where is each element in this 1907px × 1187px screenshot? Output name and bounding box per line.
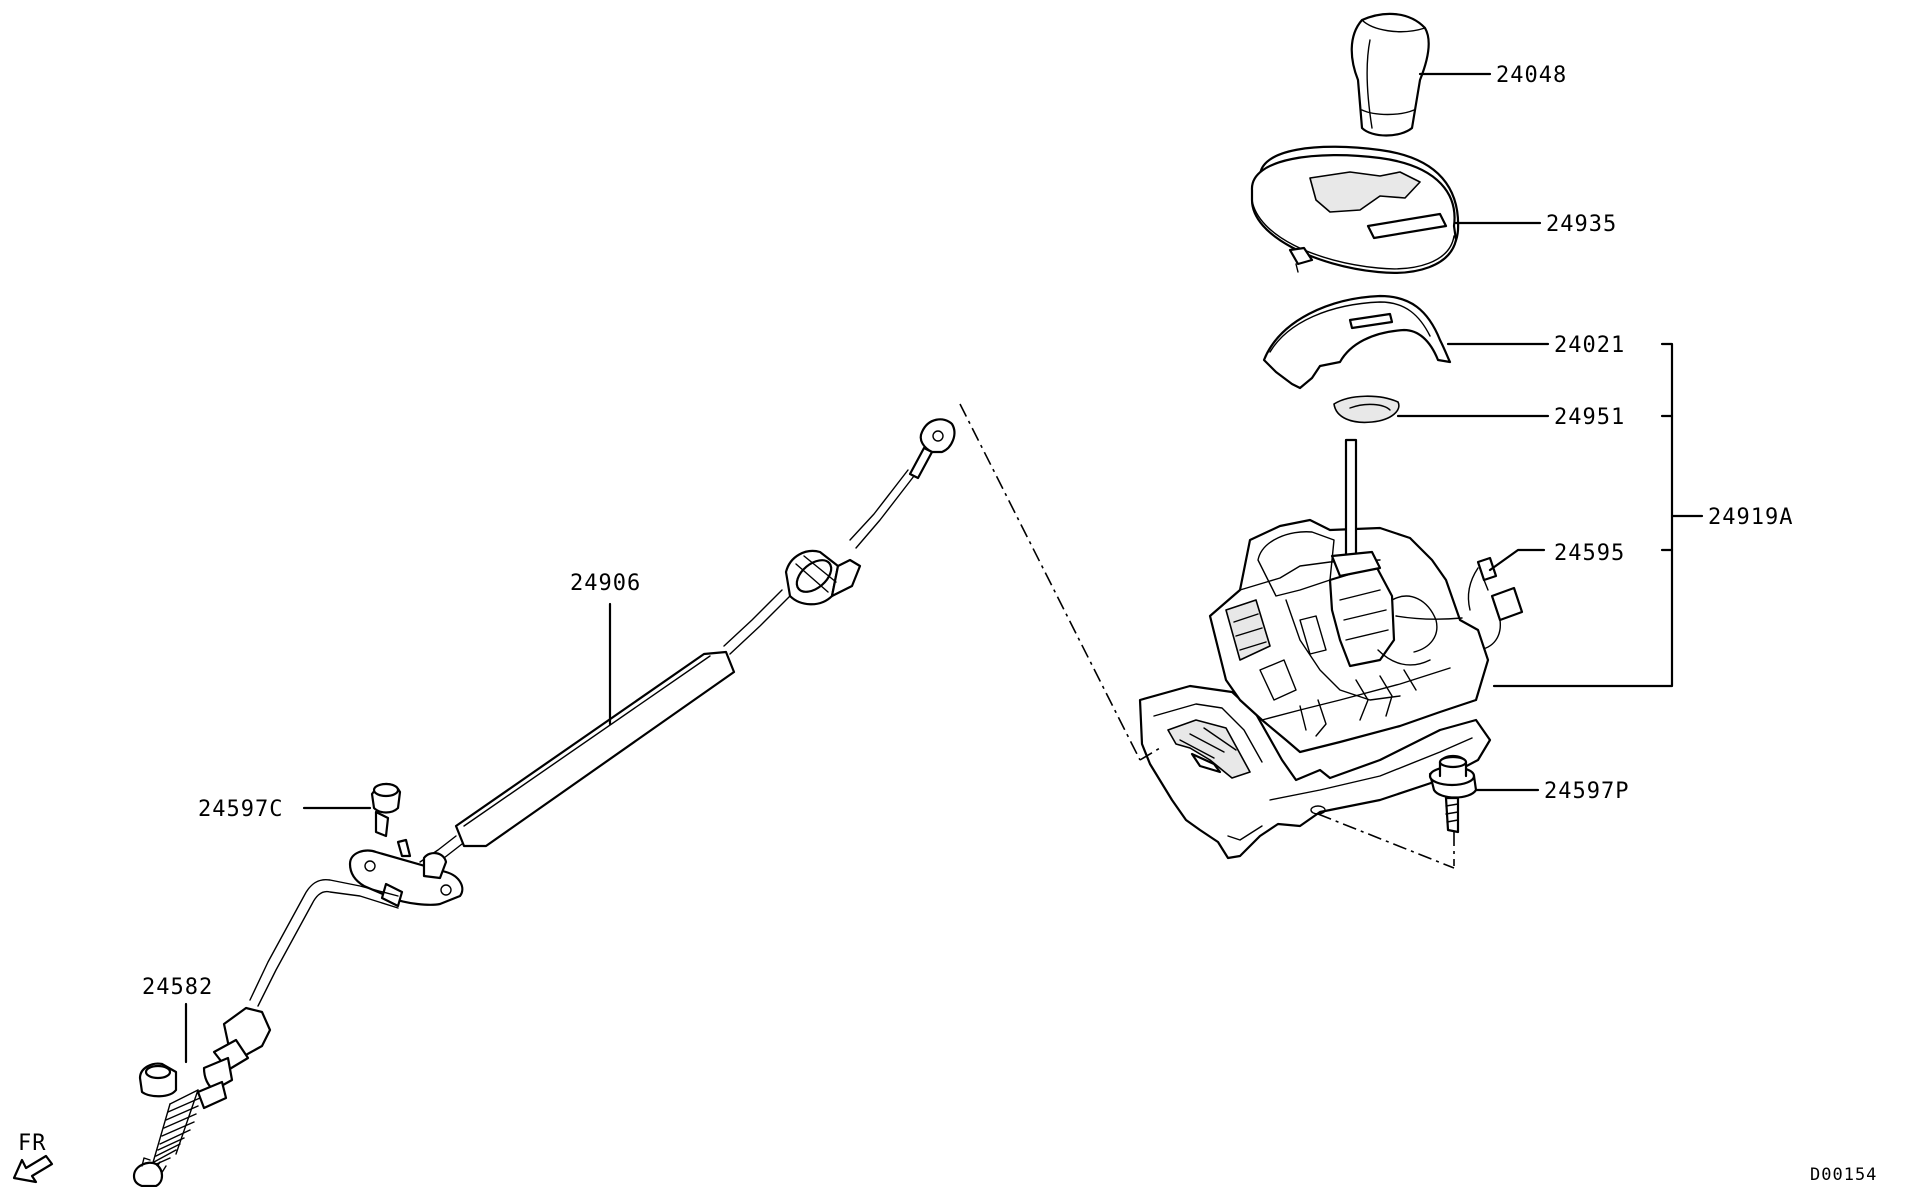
callout-24021[interactable]: 24021 [1554,333,1625,358]
callout-24582[interactable]: 24582 [142,975,213,1000]
cable-attachment-line [959,403,1141,761]
callout-24935[interactable]: 24935 [1546,212,1617,237]
bolt-24597P-part[interactable] [1428,754,1478,834]
shift-knob-part[interactable] [1350,12,1430,137]
callout-24906[interactable]: 24906 [570,571,641,596]
shift-cable-part[interactable] [132,418,956,1187]
indicator-panel-part[interactable] [1250,145,1460,274]
slide-plate-part[interactable] [1333,395,1400,424]
cover-part[interactable] [1262,294,1452,390]
cable-attachment-tick [1139,747,1161,761]
shift-lever-assembly-part[interactable] [1138,438,1492,860]
front-direction-arrow-icon [12,1154,54,1184]
callout-24951[interactable]: 24951 [1554,405,1625,430]
bolt-24597C-part[interactable] [370,782,402,838]
drawing-code: D00154 [1810,1165,1877,1185]
callout-24048[interactable]: 24048 [1496,63,1567,88]
direction-label: FR [18,1131,47,1156]
callout-24597C[interactable]: 24597C [198,797,283,822]
group-bracket-24919A [1492,342,1674,688]
connector-part[interactable] [1429,556,1524,651]
leader-24595 [1488,548,1546,572]
nut-24582-part[interactable] [138,1062,178,1098]
callout-24597P[interactable]: 24597P [1544,779,1629,804]
callout-24919A[interactable]: 24919A [1708,505,1793,530]
bolt-24597P-install-line [1317,813,1455,869]
callout-24595[interactable]: 24595 [1554,541,1625,566]
